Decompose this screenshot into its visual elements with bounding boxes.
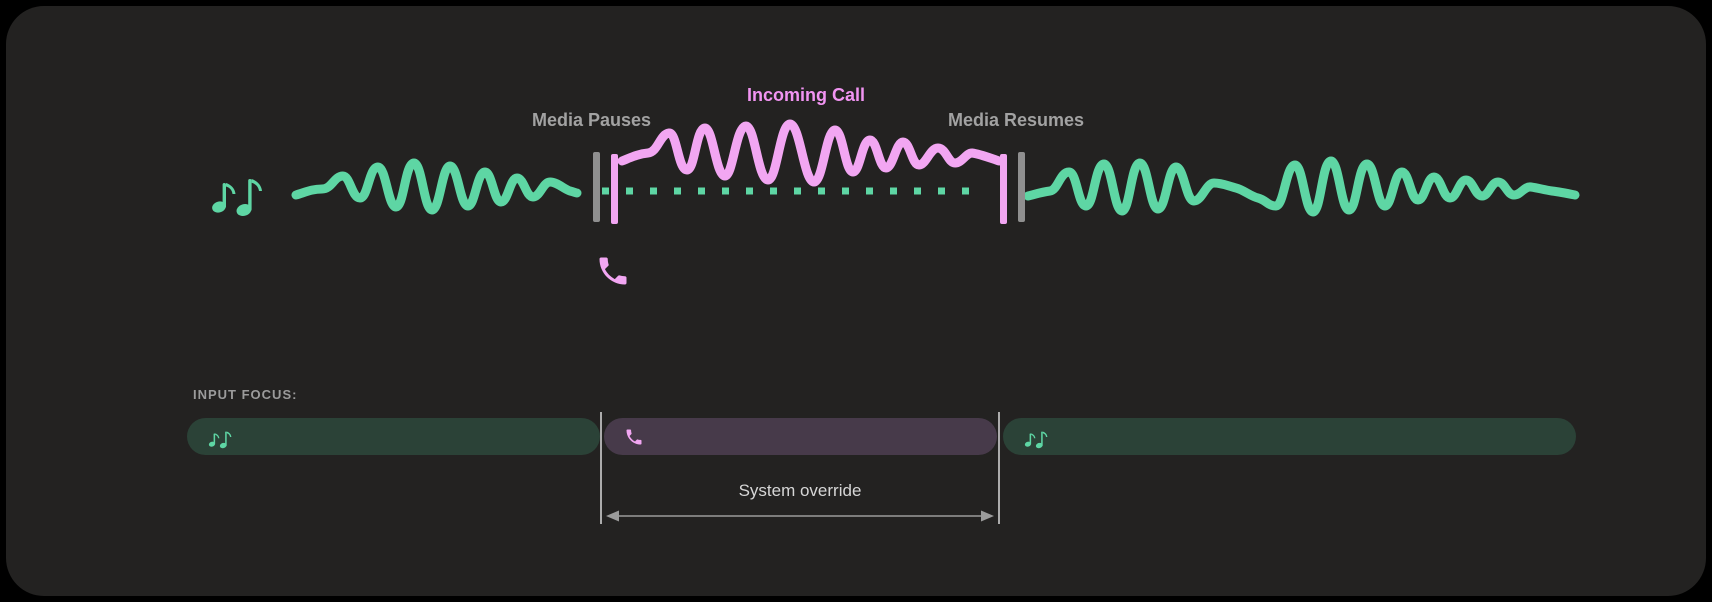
music-notes-icon — [212, 179, 262, 216]
input-focus-label: INPUT FOCUS: — [193, 387, 298, 402]
system-override-label: System override — [738, 481, 862, 500]
focus-segment-call — [604, 418, 997, 455]
incoming-call-wave — [617, 119, 1004, 187]
override-guide-line-right — [998, 412, 1000, 524]
override-guide-line-left — [600, 412, 602, 524]
call-start-marker — [611, 154, 618, 224]
media-resume-marker — [1018, 152, 1025, 222]
media-pause-marker — [593, 152, 600, 222]
phone-icon — [599, 257, 627, 285]
focus-segment-media-after — [1003, 418, 1576, 455]
phone-icon — [626, 429, 642, 444]
focus-segment-media-before — [187, 418, 600, 455]
media-wave-before — [291, 158, 582, 215]
media-resumes-label: Media Resumes — [948, 110, 1085, 130]
card-background — [6, 6, 1706, 596]
call-end-marker — [1000, 154, 1007, 224]
media-pauses-label: Media Pauses — [532, 110, 652, 130]
media-wave-after — [1023, 156, 1580, 217]
incoming-call-label: Incoming Call — [747, 85, 866, 105]
music-notes-icon — [1024, 431, 1048, 449]
system-override-arrow — [606, 510, 994, 522]
music-notes-icon — [208, 431, 232, 449]
